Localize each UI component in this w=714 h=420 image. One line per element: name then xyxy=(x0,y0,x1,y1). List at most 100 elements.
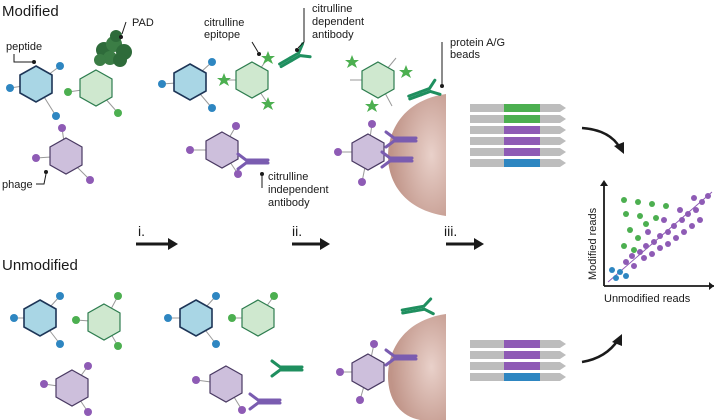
unmodified-header: Unmodified xyxy=(2,257,78,274)
blue-points xyxy=(609,267,629,281)
cit-dependent-label-1: citrulline xyxy=(312,3,352,15)
cit-dependent-label-2: dependent xyxy=(312,16,364,28)
purple-dot xyxy=(232,122,240,130)
purple-dot xyxy=(334,148,342,156)
green-dot xyxy=(114,342,122,350)
blue-dot xyxy=(56,340,64,348)
blue-peptide-hexagon xyxy=(23,299,57,337)
cit-dependent-antibody-icon xyxy=(270,359,304,378)
cit-epitope-label-2: epitope xyxy=(204,29,240,41)
curved-arrow-bottom xyxy=(581,339,620,364)
blue-dot xyxy=(208,104,216,112)
curved-arrow-top xyxy=(581,126,622,149)
purple-dot xyxy=(84,408,92,416)
purple-phage-hexagon xyxy=(351,133,385,171)
purple-dot xyxy=(84,362,92,370)
panel2-modified: citrulline epitope citrulline dependent … xyxy=(158,3,364,209)
panel1-unmodified xyxy=(10,292,122,416)
blue-peptide-hexagon xyxy=(19,65,53,103)
cit-independent-label-3: antibody xyxy=(268,197,310,209)
blue-dot xyxy=(212,292,220,300)
green-dot xyxy=(114,109,122,117)
purple-phage-hexagon xyxy=(351,353,385,391)
green-dot xyxy=(64,88,72,96)
green-peptide-hexagon xyxy=(361,61,395,99)
blue-dot xyxy=(164,314,172,322)
panel3-modified: protein A/G beads xyxy=(334,37,505,216)
panel2-unmodified xyxy=(164,292,304,414)
purple-dot xyxy=(58,124,66,132)
purple-points xyxy=(623,193,711,269)
sequencing-reads-modified xyxy=(470,104,566,167)
green-dot xyxy=(72,316,80,324)
purple-phage-hexagon xyxy=(55,369,89,407)
purple-phage-hexagon xyxy=(209,365,243,403)
y-axis-label: Modified reads xyxy=(587,207,599,280)
modified-header: Modified xyxy=(2,3,59,20)
citrulline-star-icon xyxy=(217,73,231,86)
green-points xyxy=(621,197,669,253)
purple-dot xyxy=(336,368,344,376)
cit-independent-label-2: independent xyxy=(268,184,329,196)
panel1-modified: peptide PAD phage xyxy=(2,17,154,191)
purple-phage-hexagon xyxy=(49,137,83,175)
step-ii-label: ii. xyxy=(292,223,302,239)
bead-sphere xyxy=(388,314,446,420)
x-axis-label: Unmodified reads xyxy=(604,293,691,305)
phage-label: phage xyxy=(2,179,33,191)
bead-sphere xyxy=(388,94,446,216)
blue-dot xyxy=(10,314,18,322)
green-peptide-hexagon xyxy=(87,303,121,341)
blue-dot xyxy=(158,80,166,88)
citrulline-star-icon xyxy=(261,51,275,64)
green-peptide-hexagon xyxy=(241,299,275,337)
purple-dot xyxy=(238,406,246,414)
green-dot xyxy=(270,292,278,300)
step-iii-label: iii. xyxy=(444,223,457,239)
purple-dot xyxy=(186,146,194,154)
purple-dot xyxy=(358,178,366,186)
green-peptide-hexagon xyxy=(235,61,269,99)
blue-dot xyxy=(56,62,64,70)
citrulline-star-icon xyxy=(365,99,379,112)
blue-peptide-hexagon xyxy=(179,299,213,337)
citrulline-star-icon xyxy=(261,97,275,110)
cit-independent-antibody-icon xyxy=(236,152,270,171)
cit-epitope-label-1: citrulline xyxy=(204,17,244,29)
citrulline-star-icon xyxy=(399,65,413,78)
beads-label-1: protein A/G xyxy=(450,37,505,49)
peptide-label: peptide xyxy=(6,41,42,53)
blue-dot xyxy=(56,292,64,300)
cit-independent-antibody-icon xyxy=(248,392,282,411)
purple-dot xyxy=(192,376,200,384)
cit-independent-label-1: citrulline xyxy=(268,171,308,183)
purple-dot xyxy=(234,170,242,178)
purple-dot xyxy=(368,120,376,128)
scatter-plot: Modified reads Unmodified reads xyxy=(587,180,714,305)
green-dot xyxy=(114,292,122,300)
citrulline-star-icon xyxy=(345,55,359,68)
sequencing-reads-unmodified xyxy=(470,340,566,381)
blue-dot xyxy=(212,340,220,348)
step-i-label: i. xyxy=(138,223,145,239)
cit-dependent-antibody-icon xyxy=(275,42,312,74)
purple-phage-hexagon xyxy=(205,131,239,169)
pad-label: PAD xyxy=(132,17,154,29)
purple-dot xyxy=(356,396,364,404)
blue-dot xyxy=(6,84,14,92)
purple-dot xyxy=(86,176,94,184)
panel3-unmodified xyxy=(336,297,446,420)
beads-label-2: beads xyxy=(450,49,480,61)
blue-dot xyxy=(208,58,216,66)
purple-dot xyxy=(32,154,40,162)
pad-enzyme-icon xyxy=(94,30,132,67)
purple-dot xyxy=(40,380,48,388)
purple-dot xyxy=(370,340,378,348)
green-dot xyxy=(228,314,236,322)
cit-dependent-label-3: antibody xyxy=(312,29,354,41)
blue-dot xyxy=(52,112,60,120)
blue-peptide-hexagon xyxy=(173,63,207,101)
cit-dependent-antibody-icon xyxy=(399,297,435,321)
